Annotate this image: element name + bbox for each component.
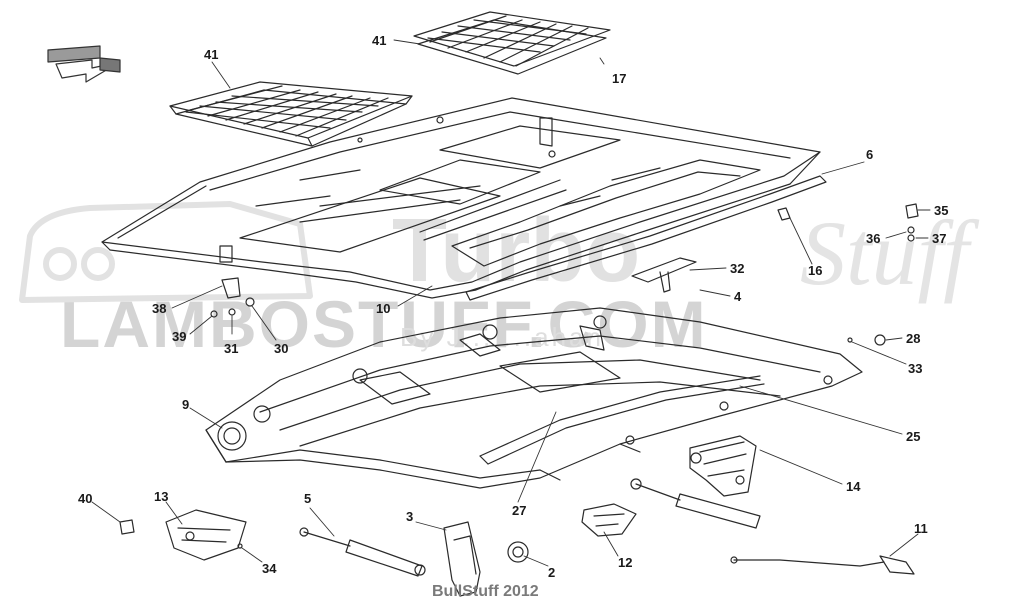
callout-27: 27 (512, 503, 527, 518)
watermark-by: By J... ...ahan (400, 322, 604, 352)
callout-35: 35 (934, 203, 949, 218)
callout-12: 12 (618, 555, 633, 570)
leader-lines (91, 39, 931, 567)
callout-38: 38 (152, 301, 167, 316)
callout-40: 40 (78, 491, 93, 506)
callout-10: 10 (376, 301, 391, 316)
callout-33: 33 (908, 361, 923, 376)
callout-2: 2 (548, 565, 556, 580)
callout-31: 31 (224, 341, 239, 356)
direction-arrow-icon (47, 45, 121, 83)
grille-41-top (413, 11, 611, 75)
callout-6: 6 (866, 147, 874, 162)
footer-credit: BullStuff 2012 (432, 583, 539, 600)
callout-4: 4 (734, 289, 742, 304)
callout-14: 14 (846, 479, 861, 494)
callout-30: 30 (274, 341, 289, 356)
hood-outer-panel (101, 97, 821, 299)
callout-39: 39 (172, 329, 187, 344)
watermark-car-icon (19, 201, 313, 303)
callout-25: 25 (906, 429, 921, 444)
small-parts (119, 203, 919, 597)
callout-41-left: 41 (204, 47, 219, 62)
callout-28: 28 (906, 331, 921, 346)
callout-11: 11 (914, 521, 928, 536)
callout-3: 3 (406, 509, 414, 524)
callout-34: 34 (262, 561, 277, 576)
callout-16: 16 (808, 263, 823, 278)
callout-5: 5 (304, 491, 312, 506)
callout-17: 17 (612, 71, 627, 86)
callout-13: 13 (154, 489, 169, 504)
watermark-stuff: Stuff (800, 202, 969, 304)
hood-inner-panel (205, 307, 863, 489)
seal-strip-6 (465, 175, 827, 301)
callout-9: 9 (182, 397, 190, 412)
grille-41-left (169, 81, 413, 147)
callout-37: 37 (932, 231, 947, 246)
callout-36: 36 (866, 231, 881, 246)
callout-32: 32 (730, 261, 745, 276)
callout-41-top: 41 (372, 33, 387, 48)
